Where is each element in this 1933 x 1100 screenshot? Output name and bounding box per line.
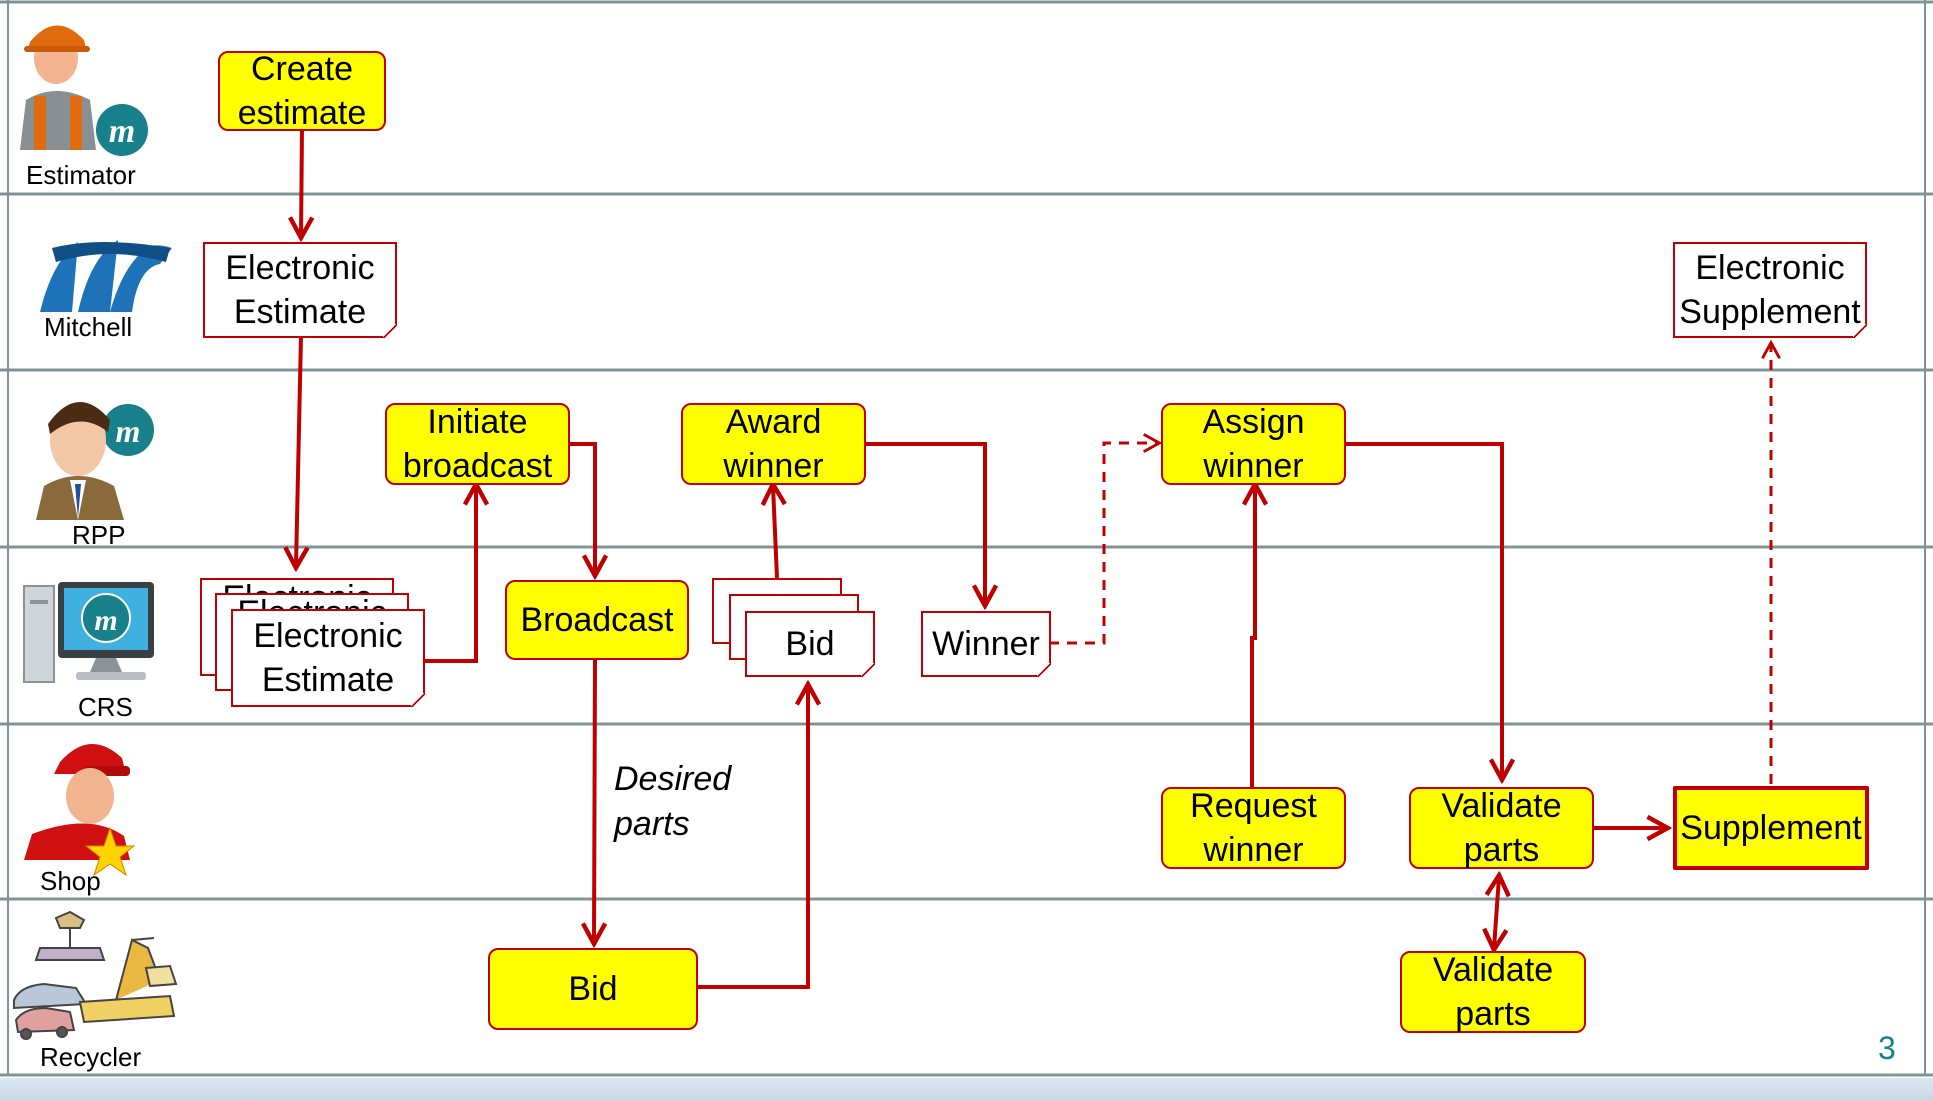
mechanic-icon: m [20,25,148,156]
recycler-crane-icon [13,910,178,1040]
crs-electronic-estimate-doc[interactable]: Electronic Estimate [231,609,425,707]
initiate-broadcast-node[interactable]: Initiate broadcast [385,403,570,485]
svg-text:m: m [116,413,141,449]
create-estimate-node[interactable]: Create estimate [218,50,386,132]
recycler-validate-parts-node[interactable]: Validate parts [1400,951,1586,1033]
lane-label-crs: CRS [78,692,133,722]
broadcast-node[interactable]: Broadcast [505,580,689,660]
dashed-connectors [1049,344,1771,784]
shop-worker-icon [24,743,136,877]
recycler-bid-node[interactable]: Bid [488,948,698,1030]
svg-text:m: m [94,604,117,637]
computer-monitor-icon: m [23,582,154,683]
lane-dividers [0,0,1933,1077]
page-number: 3 [1878,1030,1896,1066]
footer-band [0,1078,1933,1100]
crs-winner-doc[interactable]: Winner [921,611,1051,677]
lane-label-shop: Shop [40,866,101,896]
lane-label-estimator: Estimator [26,160,136,190]
mitchell-logo-icon [40,240,172,312]
assign-winner-node[interactable]: Assign winner [1161,403,1346,485]
lane-label-recycler: Recycler [40,1042,142,1072]
desired-parts-annotation: Desired parts [614,760,732,843]
connectors [296,127,1666,989]
businessman-icon: m [36,401,154,520]
electronic-supplement-doc[interactable]: Electronic Supplement [1673,242,1867,338]
award-winner-node[interactable]: Award winner [681,403,866,485]
crs-bid-doc[interactable]: Bid [745,611,875,677]
request-winner-node[interactable]: Request winner [1161,787,1346,869]
svg-text:m: m [109,113,135,150]
lane-label-mitchell: Mitchell [44,312,133,342]
supplement-node[interactable]: Supplement [1673,786,1869,870]
lane-label-rpp: RPP [72,520,126,550]
shop-validate-parts-node[interactable]: Validate parts [1409,787,1594,869]
electronic-estimate-doc[interactable]: Electronic Estimate [203,242,397,338]
